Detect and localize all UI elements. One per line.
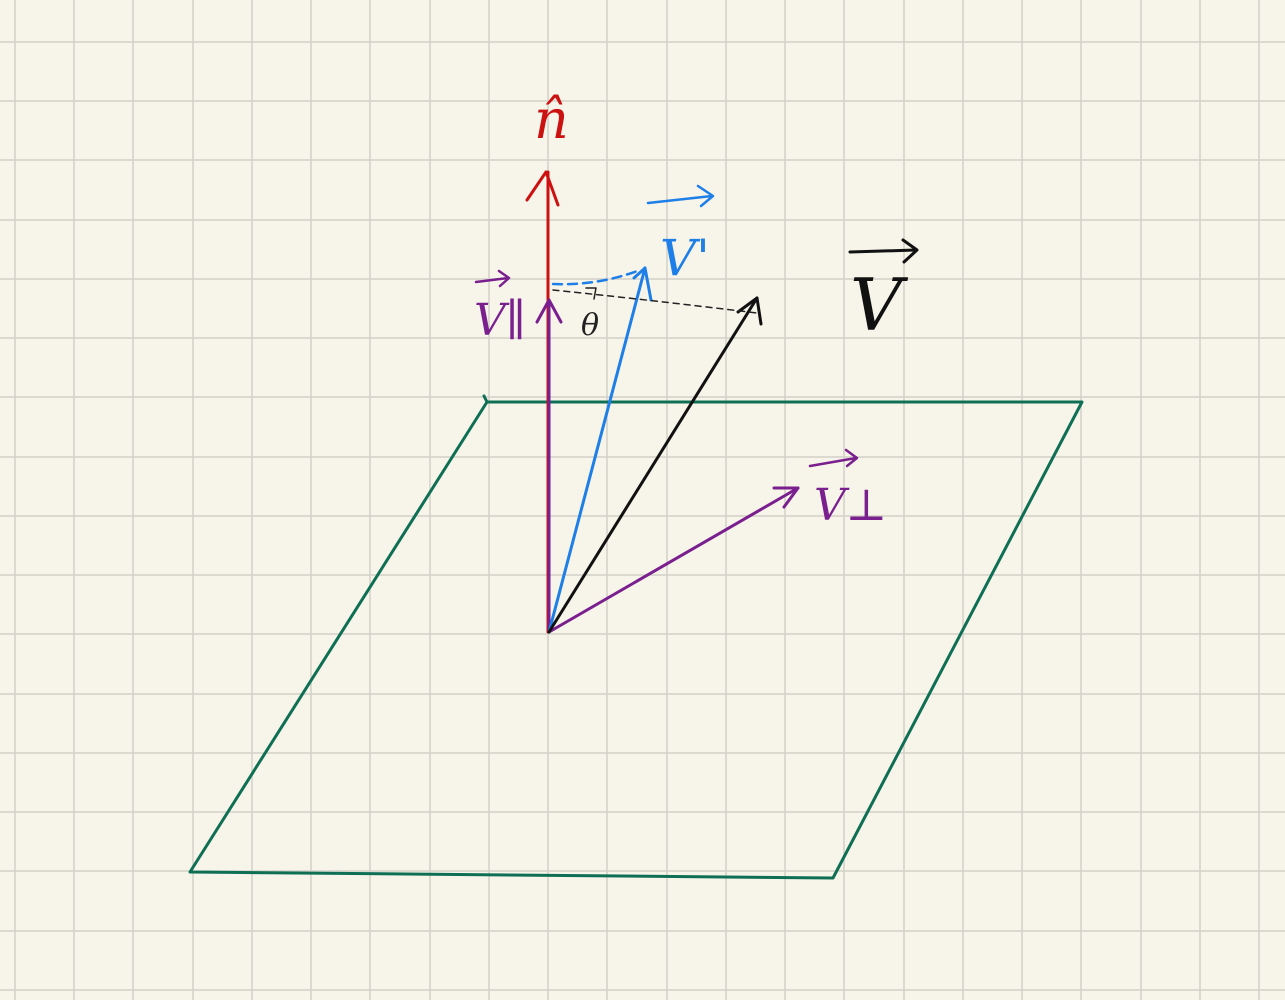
normal-label: n̂	[534, 88, 569, 151]
v-arrowhead	[736, 296, 763, 326]
v-perpendicular-vector	[547, 486, 800, 634]
v-shaft	[547, 296, 759, 634]
v-rotated-label-group: V'	[646, 184, 715, 287]
v-parallel-vector	[535, 298, 563, 634]
v-vector	[547, 296, 763, 634]
v-rotated-label-arrow	[646, 184, 715, 208]
v-parallel-label: V∥	[474, 295, 526, 346]
v-perpendicular-label: V⊥	[814, 480, 887, 531]
plane-corner-tick	[482, 394, 489, 404]
v-rotated-vector	[547, 266, 653, 634]
v-perpendicular-arrowhead	[772, 486, 800, 509]
v-parallel-label-arrow	[474, 269, 511, 288]
rotated-dashed-line	[551, 268, 642, 286]
plane	[188, 394, 1084, 880]
v-rotated-shaft	[547, 266, 647, 634]
normal-vector-arrowhead	[525, 170, 560, 207]
v-rotated-label: V'	[660, 229, 710, 287]
v-perpendicular-label-group: V⊥	[808, 448, 887, 531]
right-angle-mark	[585, 287, 597, 300]
v-rotated-arrowhead	[632, 266, 653, 302]
v-parallel-arrowhead	[535, 298, 563, 324]
plane-outline	[188, 400, 1084, 880]
v-label-arrow	[848, 238, 919, 264]
v-parallel-label-group: V∥	[474, 269, 526, 346]
angle-theta-label: θ	[581, 308, 599, 343]
rotation-construction	[551, 268, 758, 314]
normal-label-group: n̂	[534, 88, 569, 151]
v-label-group: V	[848, 238, 919, 347]
v-perpendicular-label-arrow	[808, 448, 859, 468]
v-label: V	[850, 263, 909, 347]
rotation-dashed-line	[552, 289, 758, 314]
v-perpendicular-shaft	[547, 486, 800, 634]
angle-label-group: θ	[581, 308, 599, 343]
